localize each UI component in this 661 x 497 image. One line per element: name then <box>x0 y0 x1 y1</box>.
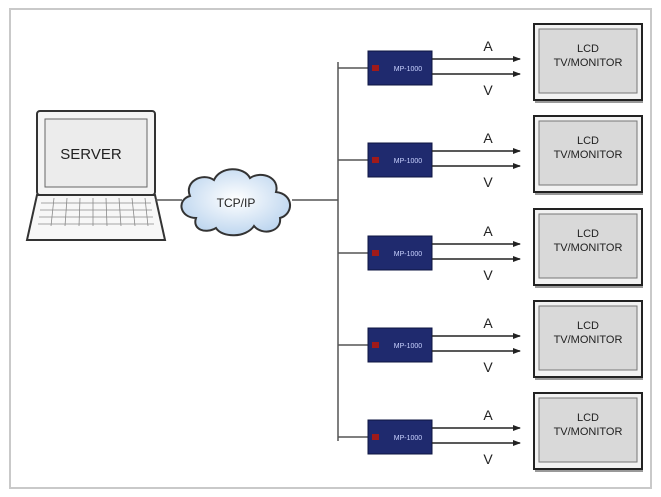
video-label: V <box>483 451 493 467</box>
player-label: MP-1000 <box>394 66 423 73</box>
audio-label: A <box>483 315 493 331</box>
monitor-screen <box>538 213 638 279</box>
channel-2: MP-1000 A V LCD TV/MONITOR <box>338 115 643 195</box>
audio-label: A <box>483 407 493 423</box>
video-label: V <box>483 174 493 190</box>
audio-label: A <box>483 223 493 239</box>
monitor-label-line1: LCD <box>577 320 599 332</box>
monitor-label-line2: TV/MONITOR <box>554 149 623 161</box>
keyboard-icon <box>38 197 154 227</box>
power-led-icon <box>372 434 379 440</box>
monitor-label-line2: TV/MONITOR <box>554 242 623 254</box>
audio-label: A <box>483 38 493 54</box>
lcd-monitor-icon: LCD TV/MONITOR <box>533 300 643 380</box>
media-player-box: MP-1000 <box>367 419 433 455</box>
channel-1: MP-1000 A V LCD TV/MONITOR <box>338 23 643 103</box>
power-led-icon <box>372 342 379 348</box>
lcd-monitor-icon: LCD TV/MONITOR <box>533 23 643 103</box>
lcd-monitor-icon: LCD TV/MONITOR <box>533 392 643 472</box>
network-label: TCP/IP <box>217 196 256 210</box>
monitor-label-line2: TV/MONITOR <box>554 57 623 69</box>
player-label: MP-1000 <box>394 158 423 165</box>
monitor-screen <box>538 120 638 186</box>
power-led-icon <box>372 65 379 71</box>
server-label: SERVER <box>60 146 122 163</box>
media-player-box: MP-1000 <box>367 50 433 86</box>
channel-3: MP-1000 A V LCD TV/MONITOR <box>338 208 643 288</box>
monitor-screen <box>538 28 638 94</box>
monitor-label-line2: TV/MONITOR <box>554 334 623 346</box>
player-label: MP-1000 <box>394 435 423 442</box>
tcpip-cloud-icon: TCP/IP <box>180 168 291 237</box>
channel-4: MP-1000 A V LCD TV/MONITOR <box>338 300 643 380</box>
video-label: V <box>483 359 493 375</box>
channels: MP-1000AVLCDTV/MONITORMP-1000AVLCDTV/MON… <box>338 23 643 472</box>
power-led-icon <box>372 157 379 163</box>
video-label: V <box>483 267 493 283</box>
player-label: MP-1000 <box>394 343 423 350</box>
media-player-box: MP-1000 <box>367 142 433 178</box>
server-laptop-icon: SERVER <box>25 110 167 241</box>
monitor-label-line1: LCD <box>577 412 599 424</box>
monitor-label-line1: LCD <box>577 135 599 147</box>
monitor-screen <box>538 305 638 371</box>
audio-label: A <box>483 130 493 146</box>
monitor-label-line1: LCD <box>577 228 599 240</box>
media-player-box: MP-1000 <box>367 327 433 363</box>
monitor-screen <box>538 397 638 463</box>
lcd-monitor-icon: LCD TV/MONITOR <box>533 208 643 288</box>
channel-5: MP-1000 A V LCD TV/MONITOR <box>338 392 643 472</box>
player-label: MP-1000 <box>394 251 423 258</box>
monitor-label-line2: TV/MONITOR <box>554 426 623 438</box>
lcd-monitor-icon: LCD TV/MONITOR <box>533 115 643 195</box>
media-player-box: MP-1000 <box>367 235 433 271</box>
power-led-icon <box>372 250 379 256</box>
monitor-label-line1: LCD <box>577 43 599 55</box>
video-label: V <box>483 82 493 98</box>
